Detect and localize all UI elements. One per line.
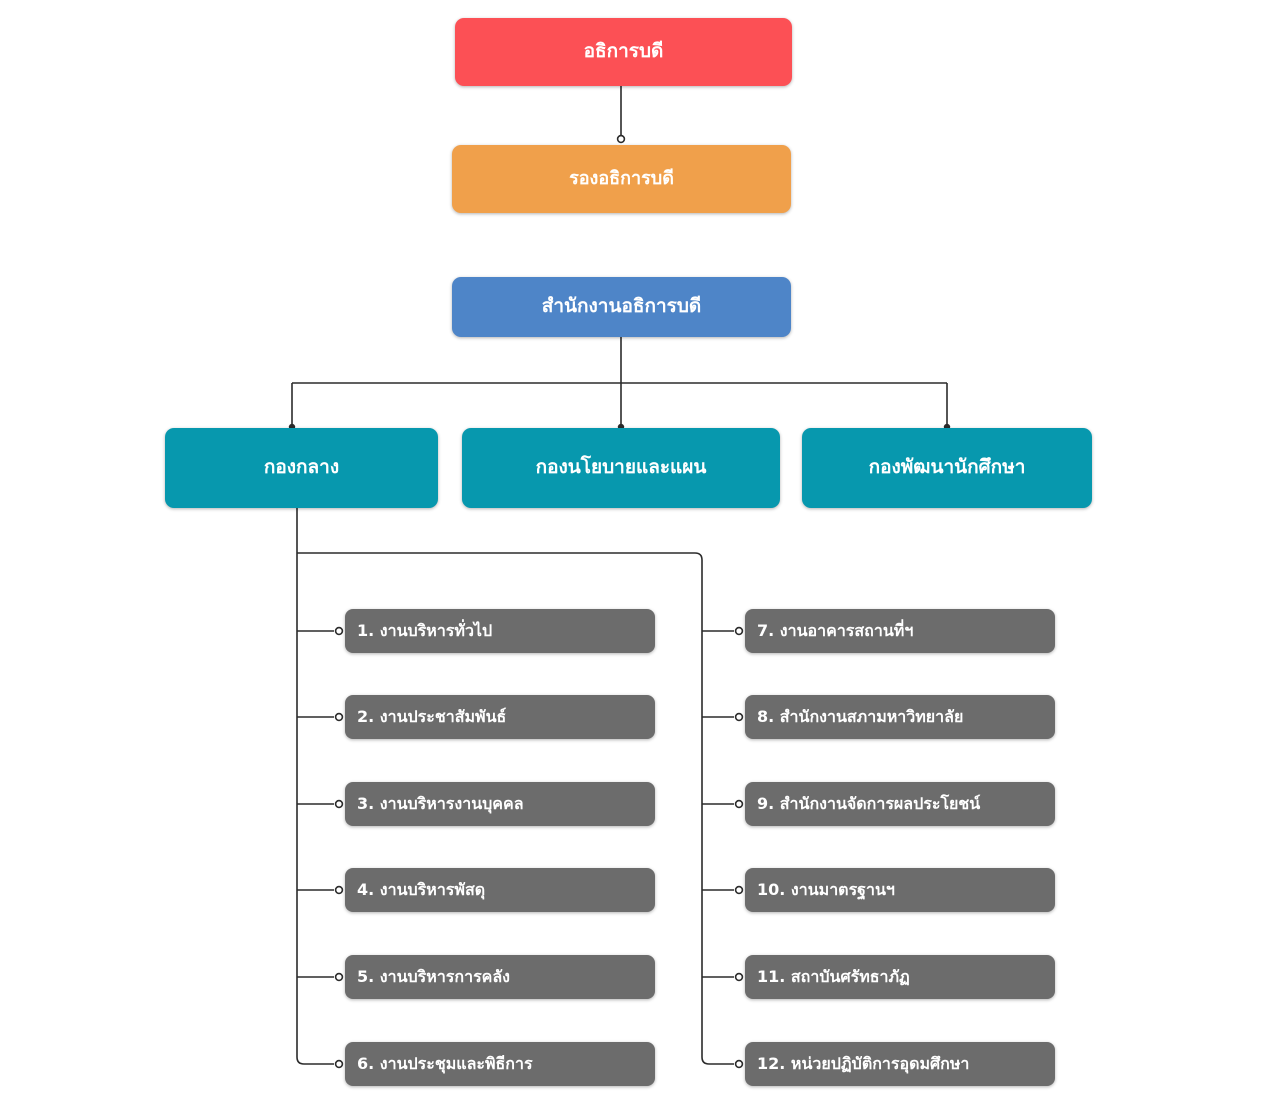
node-division-student-development[interactable]: กองพัฒนานักศึกษา <box>802 428 1092 508</box>
endpoint-unit-3 <box>334 799 344 809</box>
endpoint-unit-5 <box>334 972 344 982</box>
edge-endpoints-open <box>334 134 744 1069</box>
node-unit-4[interactable]: 4. งานบริหารพัสดุ <box>345 868 655 912</box>
endpoint-unit-12 <box>734 1059 744 1069</box>
node-unit-9[interactable]: 9. สำนักงานจัดการผลประโยชน์ <box>745 782 1055 826</box>
edge-division-trunk-left <box>296 508 334 1065</box>
endpoint-unit-7 <box>734 626 744 636</box>
endpoint-unit-6 <box>334 1059 344 1069</box>
edge-division-trunk-right <box>701 560 734 1065</box>
endpoint-unit-2 <box>334 712 344 722</box>
node-office[interactable]: สำนักงานอธิการบดี <box>452 277 791 337</box>
node-unit-8[interactable]: 8. สำนักงานสภามหาวิทยาลัย <box>745 695 1055 739</box>
node-unit-2[interactable]: 2. งานประชาสัมพันธ์ <box>345 695 655 739</box>
edge-division-bridge <box>297 552 703 561</box>
endpoint-unit-11 <box>734 972 744 982</box>
endpoint-unit-1 <box>334 626 344 636</box>
node-vice-rector[interactable]: รองอธิการบดี <box>452 145 791 213</box>
node-unit-5[interactable]: 5. งานบริหารการคลัง <box>345 955 655 999</box>
node-division-policy-plan[interactable]: กองนโยบายและแผน <box>462 428 780 508</box>
node-division-central[interactable]: กองกลาง <box>165 428 438 508</box>
node-unit-12[interactable]: 12. หน่วยปฏิบัติการอุดมศึกษา <box>745 1042 1055 1086</box>
endpoint-unit-9 <box>734 799 744 809</box>
node-unit-10[interactable]: 10. งานมาตรฐานฯ <box>745 868 1055 912</box>
node-unit-3[interactable]: 3. งานบริหารงานบุคคล <box>345 782 655 826</box>
endpoint-vice-rector <box>616 134 626 144</box>
node-unit-1[interactable]: 1. งานบริหารทั่วไป <box>345 609 655 653</box>
node-unit-7[interactable]: 7. งานอาคารสถานที่ฯ <box>745 609 1055 653</box>
endpoint-unit-4 <box>334 885 344 895</box>
endpoint-unit-10 <box>734 885 744 895</box>
node-unit-6[interactable]: 6. งานประชุมและพิธีการ <box>345 1042 655 1086</box>
node-unit-11[interactable]: 11. สถาบันศรัทธาภัฏ <box>745 955 1055 999</box>
node-rector[interactable]: อธิการบดี <box>455 18 792 86</box>
endpoint-unit-8 <box>734 712 744 722</box>
